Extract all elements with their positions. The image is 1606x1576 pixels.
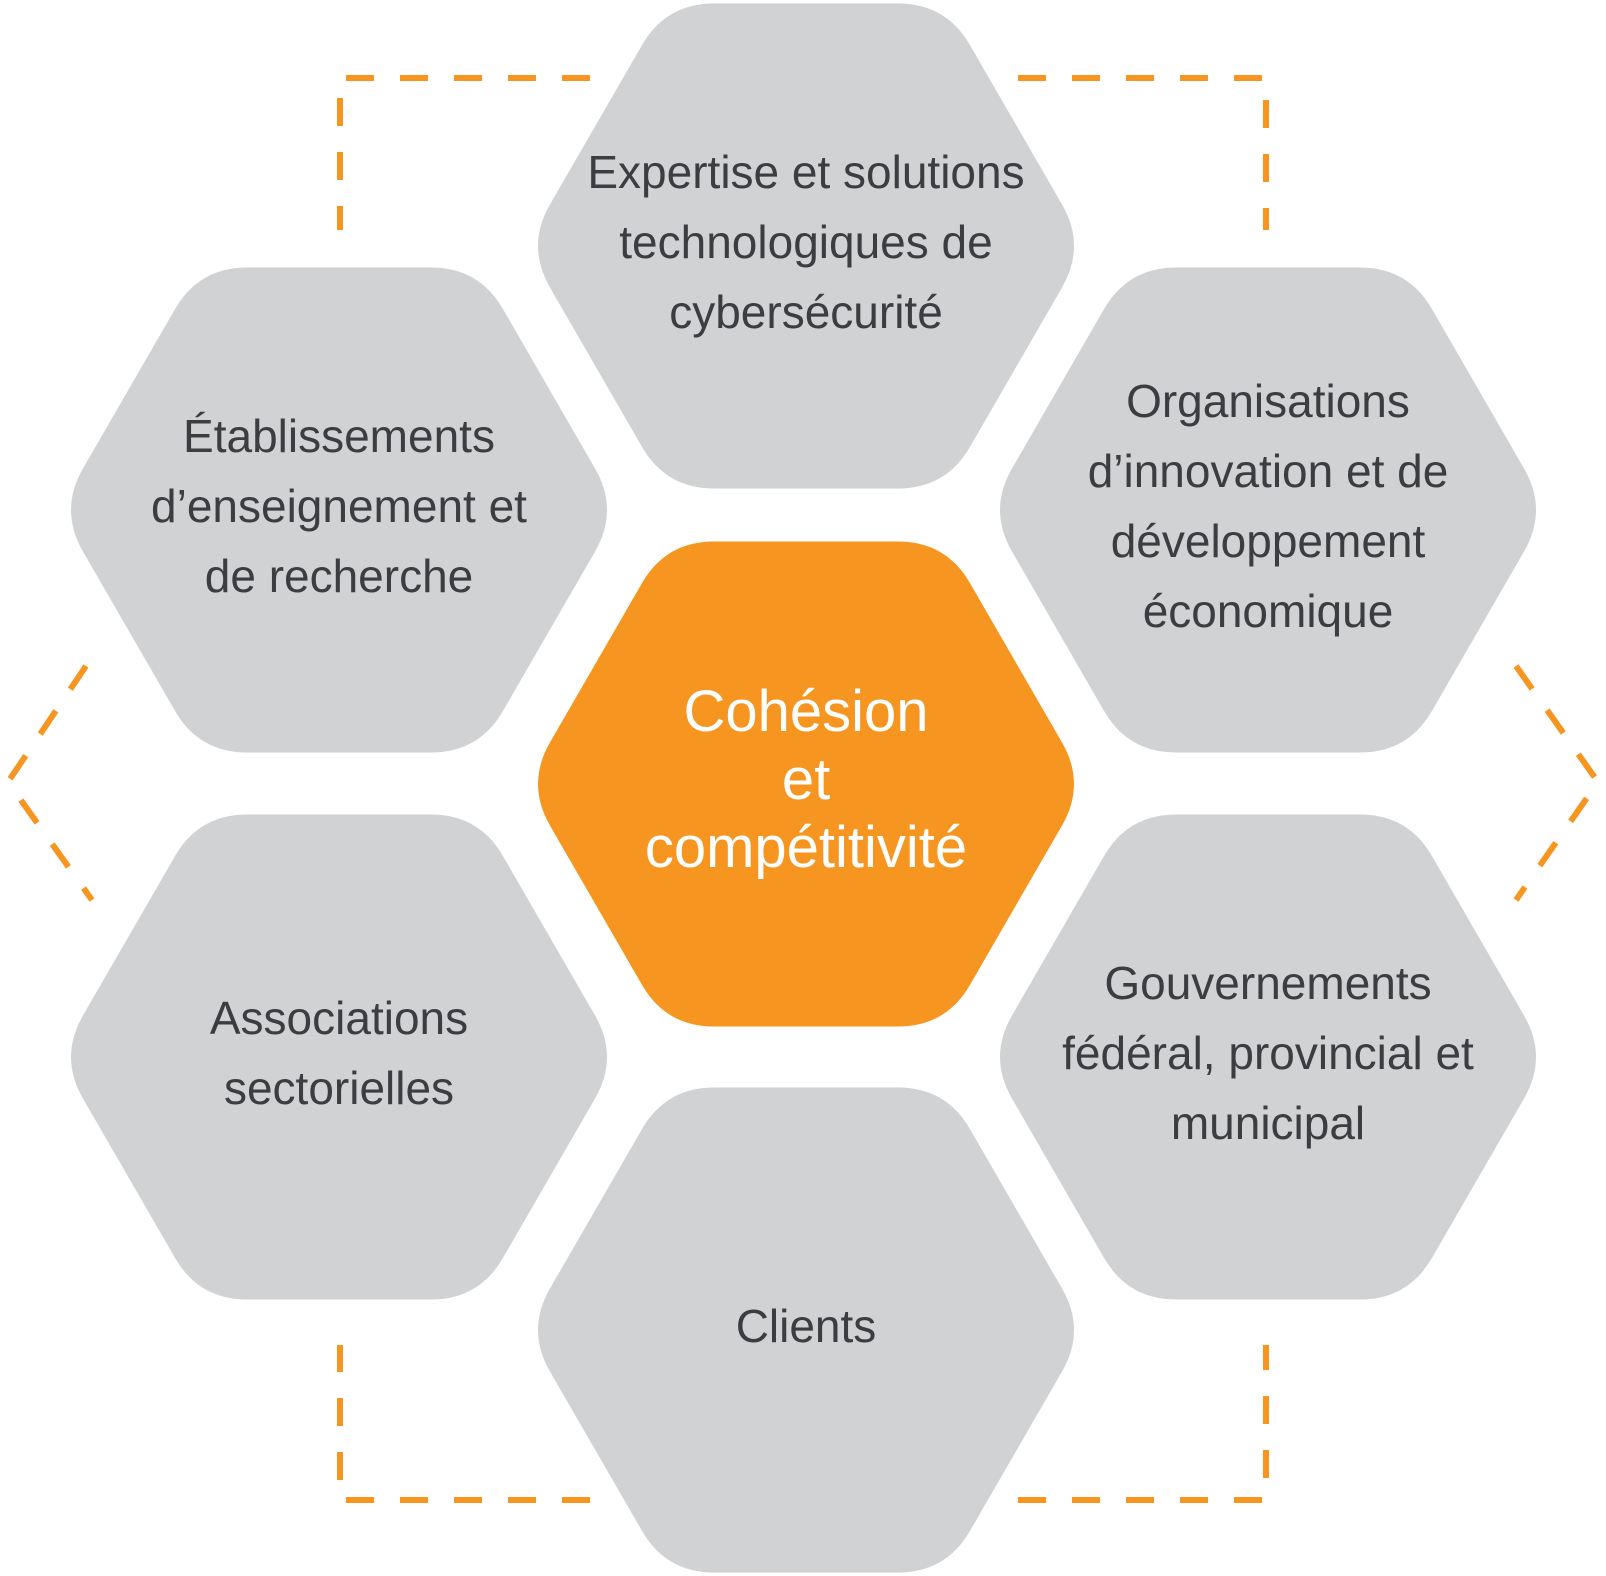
node-label-top-line: Expertise et solutions (587, 146, 1024, 198)
dash-left-chevron (4, 664, 95, 902)
node-label-upper-right-line: Organisations (1126, 375, 1410, 427)
hexagon-upper-right (1000, 267, 1536, 753)
hexagon-center (538, 541, 1074, 1027)
hexagon-bottom (538, 1087, 1074, 1573)
hexagon-layer (71, 3, 1536, 1573)
node-label-lower-right-line: Gouvernements (1104, 957, 1431, 1009)
node-label-lower-left-line: Associations (210, 992, 468, 1044)
hexagon-lower-left (71, 814, 607, 1300)
hexagon-lower-right (1000, 814, 1536, 1300)
node-label-upper-right: Organisations d’innovation et de développe… (1088, 375, 1449, 637)
dashed-frame (4, 75, 1602, 1503)
node-label-upper-left-line: d’enseignement et (151, 480, 527, 532)
node-label-bottom: Clients (736, 1300, 877, 1352)
node-label-lower-right-line: fédéral, provincial et (1062, 1027, 1474, 1079)
dash-top-left (337, 75, 590, 230)
node-label-lower-left: Associations sectorielles (210, 992, 468, 1114)
node-label-upper-left-line: Établissements (183, 410, 495, 462)
label-layer: Expertise et solutions technologiques de c… (151, 146, 1474, 1352)
node-label-top-line: technologiques de (619, 216, 992, 268)
node-label-lower-right-line: municipal (1171, 1097, 1365, 1149)
dash-right-chevron (1513, 664, 1602, 902)
node-label-upper-right-line: économique (1143, 585, 1394, 637)
node-label-upper-left-line: de recherche (205, 550, 474, 602)
node-label-bottom-line: Clients (736, 1300, 877, 1352)
dash-bottom-right (1018, 1345, 1269, 1503)
center-label-line: compétitivité (645, 815, 967, 880)
node-label-lower-right: Gouvernements fédéral, provincial et munic… (1062, 957, 1474, 1149)
dash-top-right (1018, 75, 1269, 230)
center-label-line: Cohésion (683, 679, 928, 744)
node-label-upper-right-line: développement (1111, 515, 1426, 567)
node-label-upper-right-line: d’innovation et de (1088, 445, 1449, 497)
center-label-line: et (782, 747, 830, 812)
hexagon-top (538, 3, 1074, 489)
node-label-top-line: cybersécurité (669, 286, 943, 338)
node-label-upper-left: Établissements d’enseignement et de recher… (151, 410, 527, 602)
node-label-top: Expertise et solutions technologiques de c… (587, 146, 1024, 338)
node-label-lower-left-line: sectorielles (224, 1062, 454, 1114)
hexagon-upper-left (71, 267, 607, 753)
